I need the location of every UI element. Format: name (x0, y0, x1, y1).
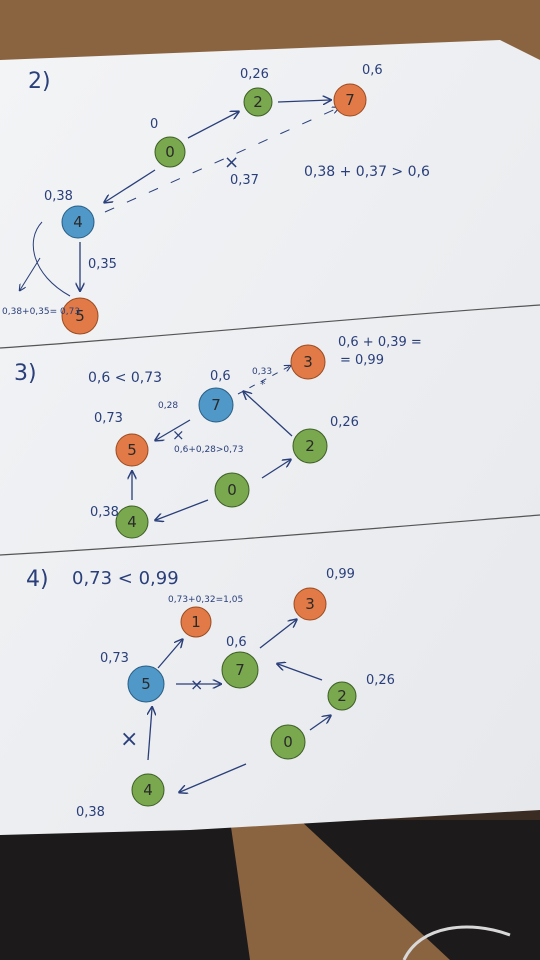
dashed-edge-4-7 (104, 108, 338, 213)
edge-5-1 (157, 640, 182, 669)
sum-note: = 0,99 (340, 353, 384, 368)
edge-0-4 (180, 763, 247, 792)
node-4 (115, 505, 149, 539)
comparison-note: 0,6 < 0,73 (88, 370, 162, 386)
sum-note: 0,73+0,32=1,05 (168, 595, 243, 605)
node-2 (327, 681, 357, 711)
value-label: 0,38 (44, 189, 73, 204)
edge-weight: 0,28 (158, 401, 178, 411)
divider-line (0, 514, 540, 556)
value-label: 0,26 (240, 67, 269, 82)
value-label: 0,6 (210, 369, 231, 384)
node-0 (154, 136, 186, 168)
side-arrow (20, 257, 41, 290)
node-2 (292, 428, 328, 464)
edge-0-4 (105, 169, 156, 202)
edge-0-4 (156, 499, 209, 520)
node-1 (180, 606, 212, 638)
section-heading: 4) (26, 567, 49, 592)
node-7 (333, 83, 367, 117)
edge-2-7 (277, 100, 330, 102)
wood-desk-bottom (230, 820, 450, 960)
node-label: 5 (127, 441, 137, 459)
sum-note: 0,38+0,35= 0,73 (2, 307, 80, 317)
value-label: 0,73 (94, 411, 123, 426)
node-label: 4 (143, 781, 153, 799)
node-label: 7 (345, 91, 355, 109)
value-label: 0,99 (326, 567, 355, 582)
node-label: 7 (211, 396, 221, 414)
value-label: 0,38 (90, 505, 119, 520)
node-0 (214, 472, 250, 508)
node-label: 3 (305, 595, 315, 613)
edge-0-2 (261, 460, 290, 479)
node-5 (115, 433, 149, 467)
edge-4-5 (148, 708, 152, 761)
edge-0-2 (309, 716, 330, 731)
node-label: 2 (253, 93, 263, 111)
node-4 (61, 205, 95, 239)
node-3 (290, 344, 326, 380)
section-2: 2) 0 × 0 2 7 4 5 0,26 0,6 0,38 0,35 0,37… (2, 63, 430, 335)
edge-2-7 (244, 392, 293, 437)
value-label: 0,6 (226, 635, 247, 650)
value-label: 0,38 (76, 805, 105, 820)
edge-weight: 0,35 (88, 257, 117, 272)
divider-line (0, 304, 540, 349)
node-label: 0 (165, 143, 175, 161)
node-5 (61, 297, 99, 335)
edge-2-7 (278, 664, 323, 681)
sum-note: 0,6+0,28>0,73 (174, 445, 243, 455)
section-heading: 3) (14, 361, 37, 386)
node-5 (127, 665, 165, 703)
cross-mark: × (224, 152, 239, 173)
node-label: 1 (191, 613, 201, 631)
cross-mark: × (120, 727, 138, 752)
section-3: 3) 0,6 < 0,73 × * 3 7 5 2 0 4 0,6 + 0,39… (14, 335, 422, 539)
sum-note: 0,6 + 0,39 = (338, 335, 422, 350)
node-label: 0 (227, 481, 237, 499)
cross-mark: × (190, 675, 203, 694)
comparison-note: 0,38 + 0,37 > 0,6 (304, 164, 430, 180)
star-mark: * (260, 378, 266, 391)
node-4 (131, 773, 165, 807)
node-2 (243, 87, 273, 117)
node-label: 2 (337, 687, 347, 705)
edge-7-3 (259, 620, 296, 649)
edge-7-5 (156, 419, 191, 440)
paper-sheet (0, 40, 540, 835)
start-mark: 0 (150, 117, 158, 132)
curve-mark (32, 221, 71, 297)
value-label: 0,73 (100, 651, 129, 666)
section-4: 4) 0,73 < 0,99 × × 1 3 5 7 2 0 4 0,73+0,… (26, 567, 395, 820)
node-3 (293, 587, 327, 621)
node-7 (198, 387, 234, 423)
value-label: 0,6 (362, 63, 383, 78)
cable (402, 925, 511, 960)
dashed-edge-7-3 (237, 366, 290, 395)
node-7 (221, 651, 259, 689)
node-label: 2 (305, 437, 315, 455)
node-label: 0 (283, 733, 293, 751)
value-label: 0,37 (230, 173, 259, 188)
section-heading: 2) (28, 69, 51, 94)
edge-weight: 0,33 (252, 367, 272, 377)
node-label: 4 (127, 513, 137, 531)
value-label: 0,26 (330, 415, 359, 430)
comparison-note: 0,73 < 0,99 (72, 568, 179, 589)
node-label: 5 (75, 307, 85, 325)
node-label: 7 (235, 661, 245, 679)
node-label: 4 (73, 213, 83, 231)
node-label: 3 (303, 353, 313, 371)
edge-0-2 (187, 112, 238, 139)
cross-mark: × (172, 426, 185, 444)
node-label: 5 (141, 675, 151, 693)
value-label: 0,26 (366, 673, 395, 688)
node-0 (270, 724, 306, 760)
